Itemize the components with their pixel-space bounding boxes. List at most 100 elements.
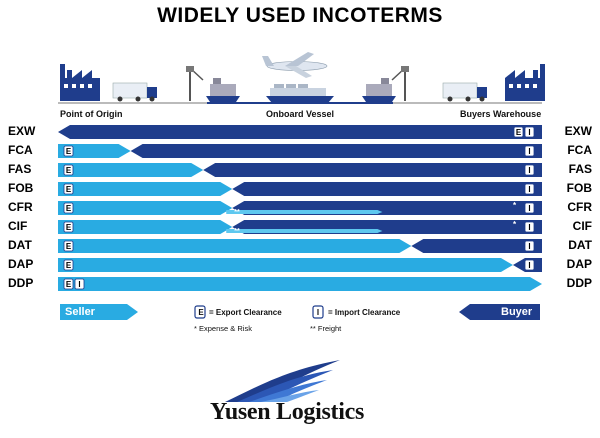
row-fca-seller-arrow bbox=[58, 144, 131, 158]
row-fob-seller-arrow bbox=[58, 182, 233, 196]
wing-logo-icon bbox=[225, 360, 340, 402]
row-fob-import-badge-letter: I bbox=[528, 185, 530, 194]
destination-truck-icon bbox=[442, 82, 487, 102]
row-fca-export-badge bbox=[63, 145, 74, 157]
row-cif-freight-stripe bbox=[226, 229, 383, 233]
row-fob-export-badge-letter: E bbox=[66, 185, 72, 194]
row-fca-import-badge bbox=[524, 145, 535, 157]
term-label-cfr-left: CFR bbox=[8, 200, 33, 214]
term-label-cif-left: CIF bbox=[8, 219, 28, 233]
export-clearance-text: = Export Clearance bbox=[209, 308, 282, 317]
row-exw-import-badge-letter: I bbox=[528, 128, 530, 137]
row-exw-buyer-arrow bbox=[58, 125, 542, 139]
row-cfr-import-badge bbox=[524, 202, 535, 214]
buyer-arrow bbox=[459, 304, 540, 320]
row-ddp-export-badge-letter: E bbox=[66, 280, 72, 289]
row-fas-buyer-arrow bbox=[203, 163, 542, 177]
row-cif-freight-mark: ** bbox=[234, 228, 240, 235]
term-label-cif-right: CIF bbox=[572, 219, 592, 233]
row-ddp-import-badge bbox=[74, 278, 85, 290]
row-ddp-export-badge bbox=[63, 278, 74, 290]
location-origin: Point of Origin bbox=[60, 109, 123, 119]
import-badge-legend bbox=[312, 305, 324, 319]
term-label-dat-left: DAT bbox=[8, 238, 32, 252]
row-fca-import-badge-letter: I bbox=[528, 147, 530, 156]
row-dat-export-badge bbox=[63, 240, 74, 252]
note-freight: ** Freight bbox=[310, 324, 342, 333]
row-cif-risk-mark: * bbox=[513, 220, 517, 229]
airplane-icon bbox=[262, 52, 328, 78]
term-label-exw-left: EXW bbox=[8, 124, 36, 138]
buyer-label: Buyer bbox=[501, 306, 533, 318]
term-label-ddp-right: DDP bbox=[566, 276, 592, 290]
row-fas-export-badge-letter: E bbox=[66, 166, 72, 175]
row-dap-seller-arrow bbox=[58, 258, 513, 272]
row-cif-export-badge bbox=[63, 221, 74, 233]
row-cfr-export-badge-letter: E bbox=[66, 204, 72, 213]
row-fas-import-badge-letter: I bbox=[528, 166, 530, 175]
location-vessel: Onboard Vessel bbox=[266, 109, 335, 119]
row-cfr-export-badge bbox=[63, 202, 74, 214]
row-dat-export-badge-letter: E bbox=[66, 242, 72, 251]
row-fas-seller-arrow bbox=[58, 163, 204, 177]
location-destination: Buyers Warehouse bbox=[460, 109, 542, 119]
row-cfr-risk-mark: * bbox=[513, 201, 517, 210]
row-dap-import-badge bbox=[524, 259, 535, 271]
origin-factory-icon bbox=[60, 64, 100, 101]
import-clearance-text: = Import Clearance bbox=[328, 308, 401, 317]
row-fca-export-badge-letter: E bbox=[66, 147, 72, 156]
supply-chain-illustration bbox=[58, 52, 545, 104]
row-cfr-seller-arrow bbox=[58, 201, 233, 215]
row-exw-import-badge bbox=[524, 126, 535, 138]
row-cfr-import-badge-letter: I bbox=[528, 204, 530, 213]
row-cif-export-badge-letter: E bbox=[66, 223, 72, 232]
destination-factory-icon bbox=[505, 64, 545, 101]
term-label-fca-right: FCA bbox=[567, 143, 592, 157]
row-dat-import-badge bbox=[524, 240, 535, 252]
vessel-icon bbox=[266, 84, 334, 103]
row-exw-export-badge bbox=[513, 126, 524, 138]
row-cfr-freight-mark: ** bbox=[234, 209, 240, 216]
row-cif-import-badge-letter: I bbox=[528, 223, 530, 232]
row-dap-import-badge-letter: I bbox=[528, 261, 530, 270]
row-fca-buyer-arrow bbox=[130, 144, 542, 158]
import-badge-letter: I bbox=[316, 308, 320, 317]
seller-label: Seller bbox=[65, 306, 95, 318]
row-fob-import-badge bbox=[524, 183, 535, 195]
row-dat-seller-arrow bbox=[58, 239, 412, 253]
row-ddp-seller-arrow bbox=[58, 277, 542, 291]
term-label-fas-right: FAS bbox=[568, 162, 592, 176]
row-exw-export-badge-letter: E bbox=[516, 128, 522, 137]
page-title: WIDELY USED INCOTERMS bbox=[157, 4, 443, 27]
term-label-fas-left: FAS bbox=[8, 162, 32, 176]
brand-name: Yusen Logistics bbox=[210, 399, 364, 425]
destination-ship-icon bbox=[362, 78, 396, 102]
term-label-dap-right: DAP bbox=[566, 257, 592, 271]
export-badge-legend bbox=[194, 305, 206, 319]
destination-port-crane-icon bbox=[391, 66, 409, 101]
note-expense-risk: * Expense & Risk bbox=[194, 324, 252, 333]
origin-truck-icon bbox=[112, 82, 157, 102]
origin-ship-icon bbox=[206, 78, 240, 102]
seller-arrow bbox=[60, 304, 138, 320]
row-fob-buyer-arrow bbox=[232, 182, 543, 196]
row-cfr-freight-stripe bbox=[226, 210, 383, 214]
legend-arrows bbox=[60, 304, 540, 320]
origin-port-crane-icon bbox=[186, 66, 204, 101]
term-label-exw-right: EXW bbox=[564, 124, 592, 138]
term-label-fob-left: FOB bbox=[8, 181, 34, 195]
export-badge-letter: E bbox=[198, 308, 204, 317]
term-label-fob-right: FOB bbox=[566, 181, 592, 195]
row-fas-export-badge bbox=[63, 164, 74, 176]
term-label-fca-left: FCA bbox=[8, 143, 33, 157]
term-label-cfr-right: CFR bbox=[567, 200, 592, 214]
row-cif-seller-arrow bbox=[58, 220, 233, 234]
row-dat-buyer-arrow bbox=[411, 239, 542, 253]
row-ddp-import-badge-letter: I bbox=[78, 280, 80, 289]
term-label-dap-left: DAP bbox=[8, 257, 34, 271]
row-dap-export-badge bbox=[63, 259, 74, 271]
row-fob-export-badge bbox=[63, 183, 74, 195]
term-label-ddp-left: DDP bbox=[8, 276, 34, 290]
row-dap-export-badge-letter: E bbox=[66, 261, 72, 270]
